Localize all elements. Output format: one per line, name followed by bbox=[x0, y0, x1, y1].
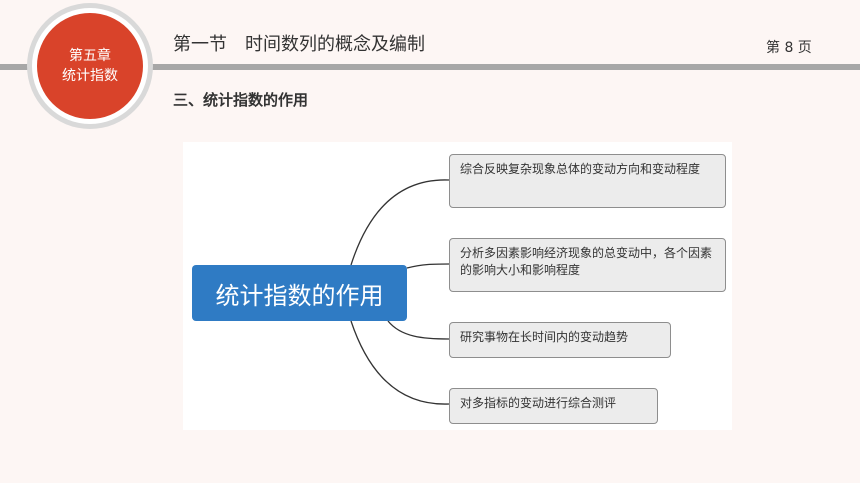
chapter-title: 第一节 时间数列的概念及编制 bbox=[173, 34, 425, 55]
connector-1 bbox=[350, 179, 450, 266]
mindmap-diagram: 统计指数的作用 综合反映复杂现象总体的变动方向和变动程度 分析多因素影响经济现象… bbox=[183, 142, 732, 430]
connector-4 bbox=[350, 320, 450, 405]
mindmap-branch-2: 分析多因素影响经济现象的总变动中，各个因素的影响大小和影响程度 bbox=[449, 238, 726, 292]
connector-3 bbox=[387, 320, 450, 340]
mindmap-central-node: 统计指数的作用 bbox=[192, 265, 407, 321]
section-title: 三、统计指数的作用 bbox=[173, 91, 309, 109]
page-number: 第 8 页 bbox=[766, 40, 812, 56]
header-divider bbox=[0, 64, 860, 70]
chapter-badge: 第五章 统计指数 bbox=[37, 13, 143, 119]
mindmap-branch-4: 对多指标的变动进行综合测评 bbox=[449, 388, 658, 424]
mindmap-connectors bbox=[350, 179, 450, 405]
mindmap-branch-3: 研究事物在长时间内的变动趋势 bbox=[449, 322, 671, 358]
connector-2 bbox=[406, 263, 450, 269]
chapter-badge-line2: 统计指数 bbox=[62, 68, 118, 84]
mindmap-branch-1: 综合反映复杂现象总体的变动方向和变动程度 bbox=[449, 154, 726, 208]
chapter-badge-line1: 第五章 bbox=[69, 48, 111, 64]
